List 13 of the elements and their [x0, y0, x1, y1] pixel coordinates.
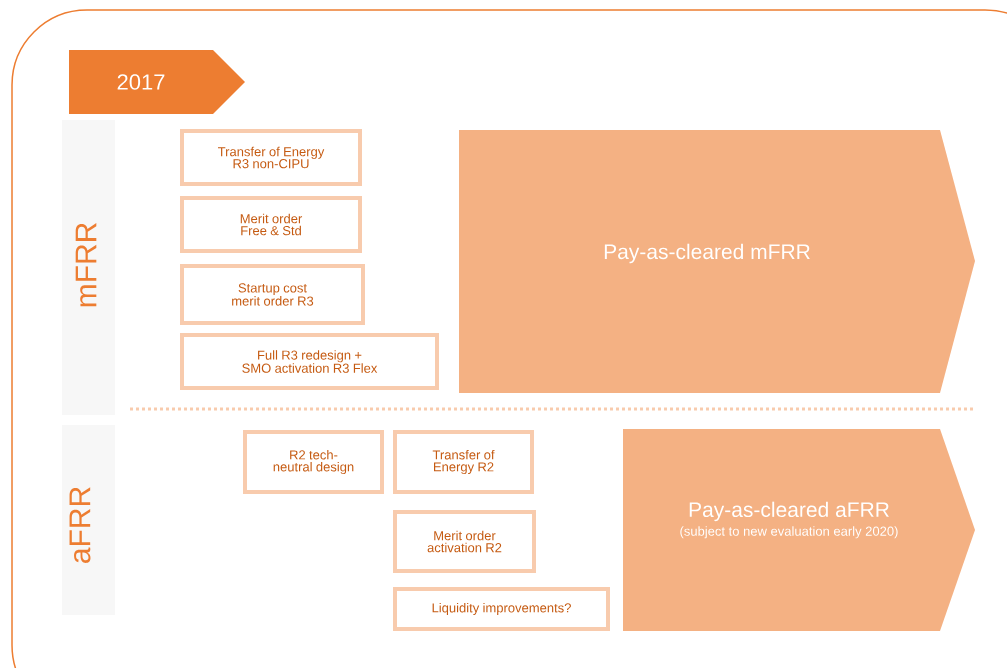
year-banner: 2017	[69, 50, 245, 114]
step-box: Liquidity improvements?	[393, 587, 610, 631]
row-label: aFRR	[69, 487, 91, 563]
step-box: Startup cost merit order R3	[180, 264, 365, 325]
outcome-chevron-box: Pay-as-cleared mFRR	[459, 130, 975, 393]
step-box: Merit order activation R2	[393, 510, 536, 573]
row-label: mFRR	[75, 223, 97, 307]
step-box: Transfer of Energy R2	[393, 430, 534, 494]
step-box: R2 tech-neutral design	[243, 430, 384, 494]
outcome-chevron-box: Pay-as-cleared aFRR (subject to new evaluation early 2020)	[623, 429, 975, 631]
step-box: Transfer of Energy R3 non-CIPU	[180, 129, 362, 186]
step-box: Full R3 redesign + SMO activation R3 Flex	[180, 333, 439, 390]
step-box: Merit order Free & Std	[180, 196, 362, 253]
